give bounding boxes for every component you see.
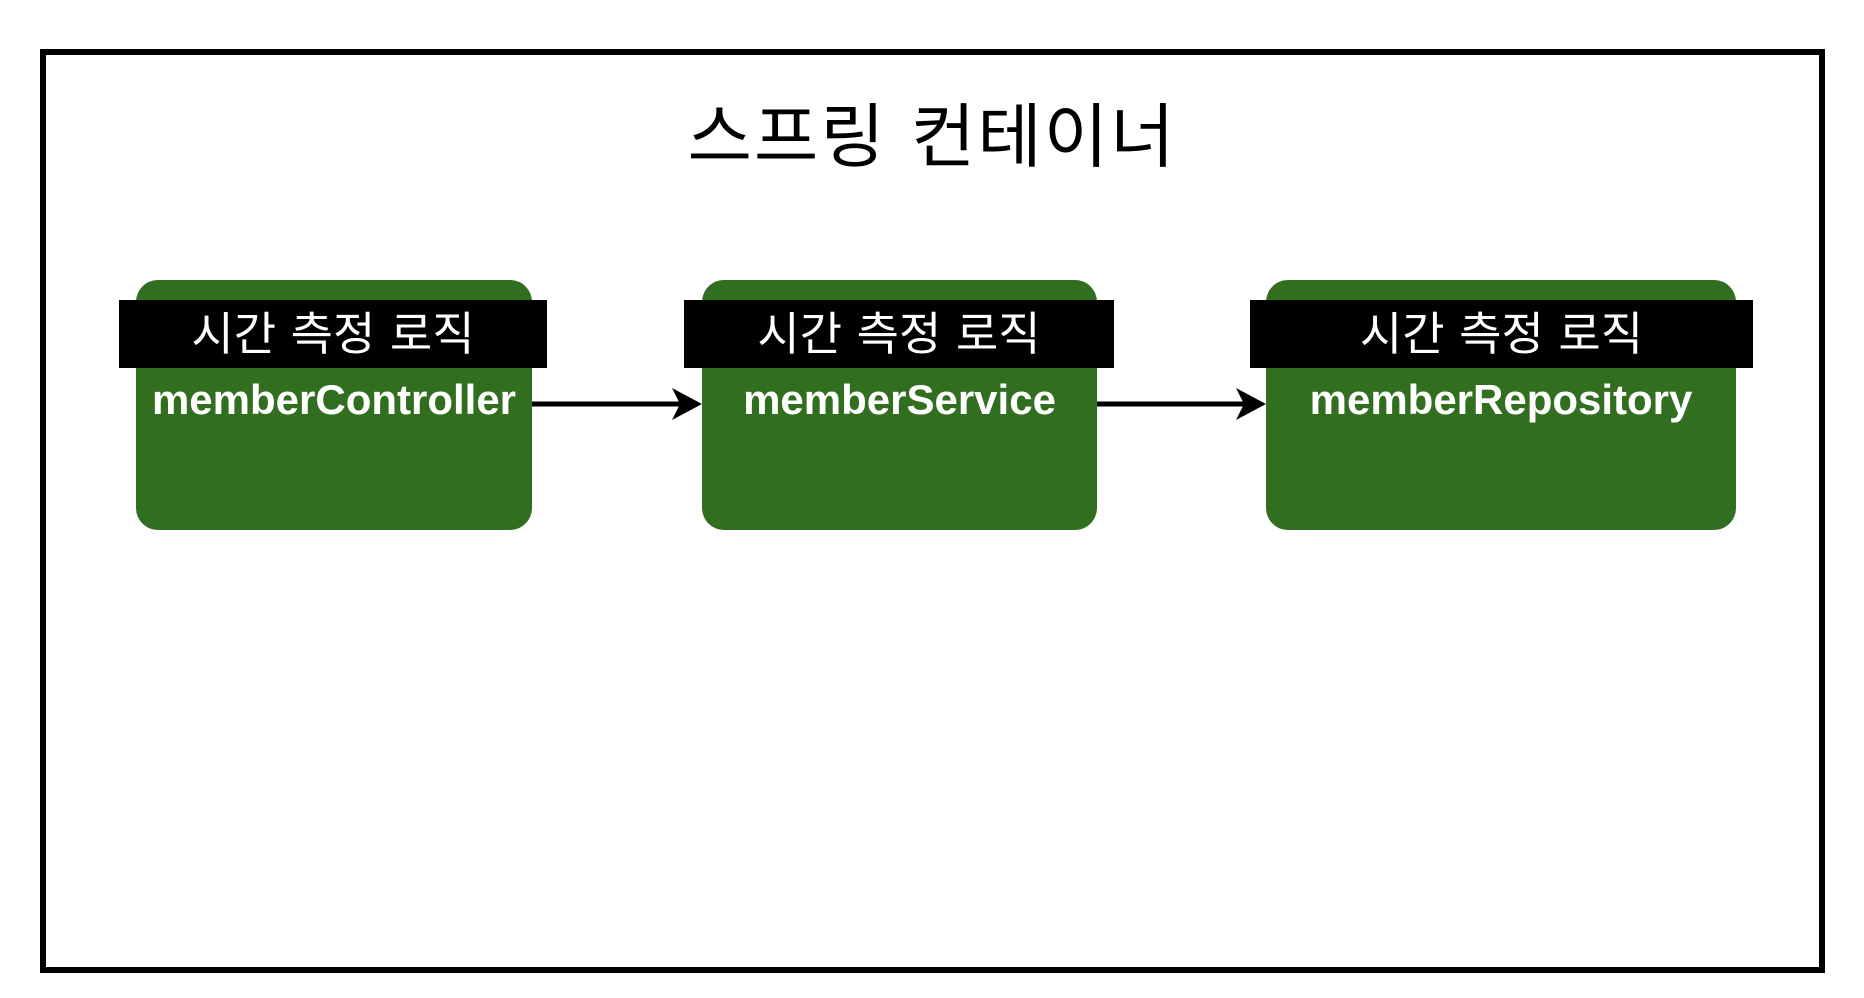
proxy-band-member-controller: [119, 300, 547, 368]
spring-container-frame: [40, 49, 1825, 973]
proxy-band-member-repository: [1250, 300, 1753, 368]
proxy-band-member-service: [684, 300, 1114, 368]
bean-label-member-controller: memberController: [151, 376, 517, 423]
proxy-label-member-controller: 시간 측정 로직: [191, 307, 475, 361]
arrow-controller-to-service: [532, 388, 702, 420]
bean-label-member-service: memberService: [743, 376, 1056, 423]
bean-label-member-repository: memberRepository: [1309, 376, 1693, 423]
container-title: 스프링 컨테이너: [687, 96, 1177, 178]
arrow-service-to-repository: [1097, 388, 1266, 420]
proxy-label-member-service: 시간 측정 로직: [757, 307, 1041, 361]
proxy-label-member-repository: 시간 측정 로직: [1359, 307, 1644, 361]
